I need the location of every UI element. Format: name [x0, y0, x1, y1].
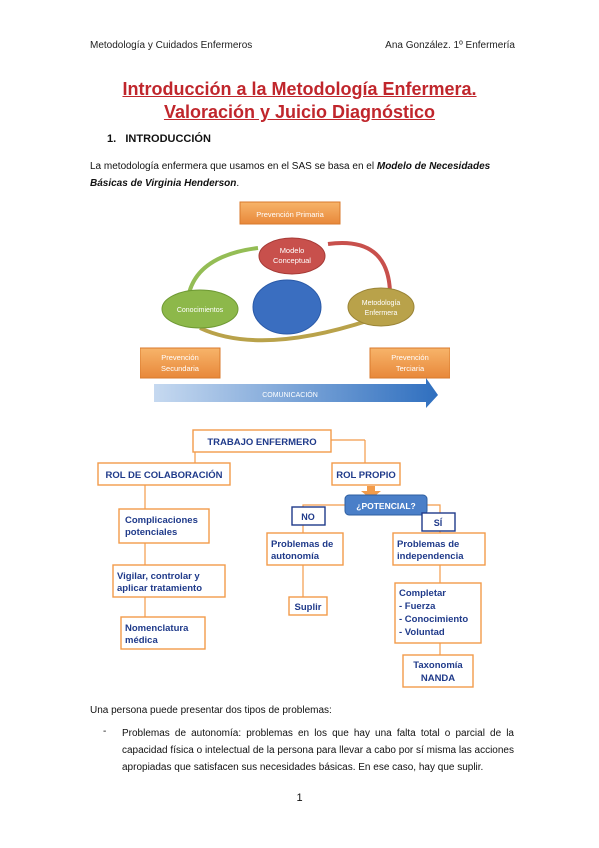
- header-left: Metodología y Cuidados Enfermeros: [90, 40, 253, 51]
- box-rol-propio: [331, 462, 401, 486]
- label-suplir: Suplir: [295, 602, 322, 613]
- arc-olive: [199, 318, 371, 343]
- circle-modelo-conceptual: [258, 237, 326, 275]
- label-prevencion-secundaria-2: Secundaria: [161, 364, 200, 373]
- label-no: NO: [301, 512, 315, 522]
- intro-text: La metodología enfermera que usamos en e…: [90, 161, 377, 172]
- label-nomenclatura-1: Nomenclatura: [125, 623, 189, 634]
- section-number: 1.: [107, 133, 117, 145]
- label-rol-colaboracion: ROL DE COLABORACIÓN: [106, 469, 223, 481]
- arrow-down-potencial: [361, 486, 381, 499]
- label-metodologia-2: Enfermera: [365, 310, 398, 317]
- label-conocimientos: Conocimientos: [177, 307, 224, 314]
- label-taxonomia-2: NANDA: [421, 673, 455, 684]
- section-heading: 1. INTRODUCCIÓN: [107, 133, 211, 145]
- label-fuerza: - Fuerza: [399, 601, 436, 612]
- label-comunicacion: COMUNICACIÓN: [262, 390, 318, 399]
- box-no: [291, 506, 326, 526]
- box-prevencion-primaria: [239, 201, 341, 225]
- label-taxonomia-1: Taxonomía: [413, 660, 463, 671]
- label-modelo-1: Modelo: [280, 246, 305, 255]
- methodology-cycle-diagram: Prevención Primaria Prevención Secundari…: [140, 201, 450, 408]
- circle-metodologia: [347, 287, 415, 327]
- box-si: [421, 512, 456, 532]
- label-vigilar-1: Vigilar, controlar y: [117, 571, 200, 582]
- arc-red: [327, 241, 392, 293]
- label-autonomia-1: Problemas de: [271, 539, 333, 550]
- label-si: SÍ: [434, 518, 443, 528]
- label-prevencion-primaria: Prevención Primaria: [256, 210, 324, 219]
- label-modelo-2: Conceptual: [273, 256, 311, 265]
- label-trabajo-enfermero: TRABAJO ENFERMERO: [207, 437, 316, 448]
- intro-paragraph: La metodología enfermera que usamos en e…: [90, 158, 520, 192]
- header-right: Ana González. 1º Enfermería: [385, 40, 515, 51]
- box-vigilar: [112, 564, 226, 598]
- box-prevencion-secundaria: [140, 347, 221, 379]
- label-prevencion-terciaria-1: Prevención: [391, 353, 429, 362]
- bullet-dash: -: [103, 726, 107, 737]
- label-autonomia-2: autonomía: [271, 551, 320, 562]
- box-autonomia: [266, 532, 344, 566]
- intro-emphasis: Modelo de Necesidades Básicas de Virgini…: [90, 161, 491, 189]
- label-potencial: ¿POTENCIAL?: [356, 501, 416, 511]
- circle-conocimientos: [161, 289, 239, 329]
- problems-intro: Una persona puede presentar dos tipos de…: [90, 705, 332, 716]
- label-complicaciones-2: potenciales: [125, 527, 177, 538]
- box-potencial: [344, 494, 428, 516]
- box-suplir: [288, 596, 328, 616]
- bullet-autonomia: Problemas de autonomía: problemas en los…: [122, 728, 514, 773]
- arrow-comunicacion: [154, 378, 438, 408]
- page-number: 1: [296, 792, 303, 804]
- label-rol-propio: ROL PROPIO: [336, 470, 395, 481]
- title-line-1: Introducción a la Metodología Enfermera.: [122, 79, 477, 99]
- label-complicaciones-1: Complicaciones: [125, 515, 198, 526]
- label-metodologia-1: Metodología: [362, 300, 401, 307]
- box-complicaciones: [118, 508, 210, 544]
- section-title: INTRODUCCIÓN: [125, 133, 211, 145]
- title-line-2: Valoración y Juicio Diagnóstico: [163, 102, 436, 122]
- circle-center: [252, 279, 322, 335]
- nursing-work-diagram: TRABAJO ENFERMERO ROL DE COLABORACIÓN RO…: [97, 429, 486, 688]
- box-prevencion-terciaria: [369, 347, 450, 379]
- label-conocimiento: - Conocimiento: [399, 614, 468, 625]
- box-rol-colaboracion: [97, 462, 231, 486]
- label-independencia-1: Problemas de: [397, 539, 459, 550]
- label-independencia-2: independencia: [397, 551, 464, 562]
- box-trabajo-enfermero: [192, 429, 332, 453]
- intro-end: .: [236, 178, 240, 189]
- label-prevencion-secundaria-1: Prevención: [161, 353, 199, 362]
- box-taxonomia: [402, 654, 474, 688]
- arc-green: [186, 246, 259, 299]
- label-nomenclatura-2: médica: [125, 635, 158, 646]
- box-independencia: [392, 532, 486, 566]
- box-nomenclatura: [120, 616, 206, 650]
- label-prevencion-terciaria-2: Terciaria: [396, 364, 425, 373]
- label-voluntad: - Voluntad: [399, 627, 445, 638]
- box-completar: [394, 582, 482, 644]
- label-vigilar-2: aplicar tratamiento: [117, 583, 202, 594]
- label-completar: Completar: [399, 588, 446, 599]
